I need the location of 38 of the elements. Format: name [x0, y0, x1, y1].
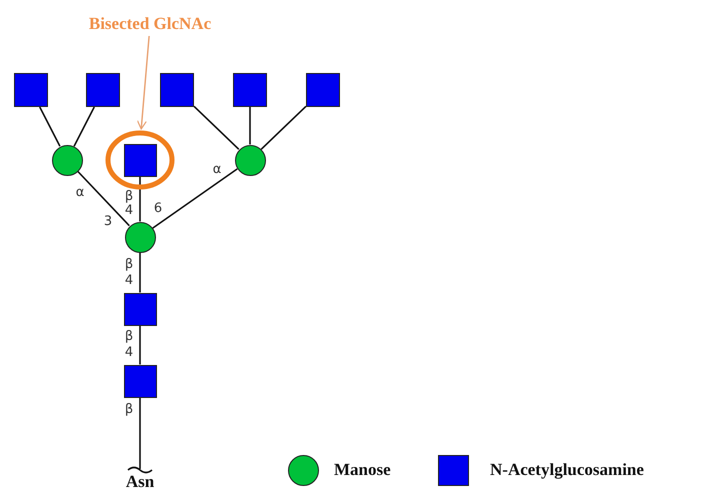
linkage-line	[260, 106, 307, 150]
glcnac-square	[160, 73, 194, 107]
glcnac-square	[124, 292, 156, 326]
arrow	[136, 36, 150, 130]
linkage-label: β	[124, 190, 134, 204]
linkage-line	[73, 106, 95, 147]
legend-label: Manose	[334, 460, 391, 480]
linkage-line	[249, 107, 251, 144]
linkage-label: 4	[124, 346, 134, 360]
wavy-end-line	[127, 396, 153, 474]
linkage-label: β	[124, 330, 134, 344]
linkage-line	[139, 252, 141, 292]
linkage-line	[139, 326, 141, 364]
linkage-label: 6	[154, 202, 162, 216]
linkage-label: 4	[124, 204, 134, 218]
glcnac-square	[306, 73, 340, 107]
legend-label: N-Acetylglucosamine	[490, 460, 644, 480]
linkage-line	[39, 106, 61, 147]
linkage-line	[152, 168, 238, 229]
linkage-line	[193, 106, 240, 150]
mannose-circle	[52, 144, 82, 176]
mannose-circle	[124, 222, 156, 252]
linkage-label: β	[124, 403, 134, 417]
linkage-label: α	[76, 186, 84, 200]
glcnac-square	[124, 364, 156, 398]
linkage-label: α	[212, 163, 222, 177]
glcnac-square	[233, 73, 267, 107]
linkage-label: β	[124, 258, 134, 272]
linkage-line	[77, 170, 130, 226]
glcnac-square	[124, 144, 156, 176]
node-label: Asn	[120, 471, 160, 493]
glcnac-square	[14, 73, 48, 107]
callout-label: Bisected GlcNAc	[75, 12, 225, 36]
glcnac-square	[86, 73, 120, 107]
linkage-label: 3	[104, 215, 112, 229]
linkage-line	[139, 176, 141, 222]
mannose-circle	[234, 144, 266, 176]
linkage-label: 4	[124, 274, 134, 288]
